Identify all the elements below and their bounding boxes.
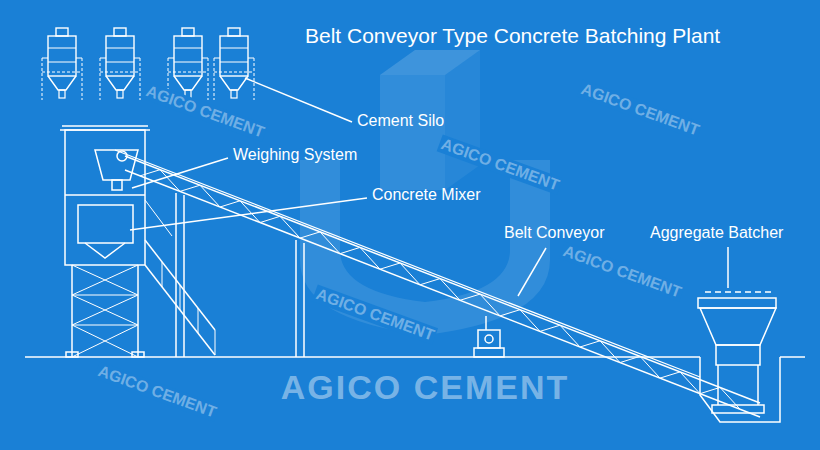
tower-leg	[71, 265, 73, 357]
support-post	[183, 195, 185, 357]
batcher-feeder	[712, 405, 764, 413]
watermark: AGICO CEMENT	[559, 241, 686, 302]
leader-line	[245, 78, 352, 122]
silo-symbol	[42, 28, 82, 100]
drive-motor-pulley	[485, 335, 493, 343]
batcher-hopper	[700, 308, 776, 345]
ground-line	[780, 356, 805, 358]
silo-symbol	[100, 28, 140, 100]
weighing-outlet	[112, 180, 122, 190]
part-label: Cement Silo	[357, 112, 444, 130]
weighing-hopper	[95, 150, 138, 180]
watermark: AGICO CEMENT	[142, 81, 269, 142]
truss-bottom-chord	[125, 170, 760, 417]
logo-box-front	[380, 75, 445, 190]
ground-and-batcher	[25, 292, 805, 422]
drive-motor	[478, 330, 500, 348]
tower-roof	[62, 125, 148, 127]
silo-symbol	[168, 28, 208, 100]
tower-floor	[65, 194, 145, 196]
part-label: Weighing System	[233, 146, 357, 164]
tower-leg	[137, 265, 139, 357]
ground-line	[25, 356, 700, 358]
logo-box-side	[445, 50, 480, 190]
motor-base	[474, 348, 504, 357]
batcher-rim	[698, 298, 776, 308]
mixer-drum	[78, 205, 133, 243]
support-post	[175, 193, 177, 357]
leader-line	[132, 158, 228, 188]
support-post	[485, 316, 487, 330]
batcher-top-marks	[705, 291, 772, 293]
tower-housing	[65, 130, 145, 265]
stair-posts	[162, 262, 215, 355]
silo-symbol	[214, 28, 254, 100]
support-post	[295, 240, 297, 357]
batcher-leg	[757, 365, 759, 405]
diagram-title: Belt Conveyor Type Concrete Batching Pla…	[305, 24, 720, 48]
leader-line	[518, 248, 546, 296]
batcher-pit	[700, 357, 780, 422]
batcher-body	[716, 345, 760, 365]
brand-watermark: AGICO CEMENT	[279, 368, 571, 407]
part-label: Concrete Mixer	[372, 186, 480, 204]
stair-upper	[145, 200, 172, 236]
watermark: AGICO CEMENT	[577, 79, 704, 140]
part-label: Belt Conveyor	[504, 224, 605, 242]
watermark: AGICO CEMENT	[94, 361, 221, 422]
mixer-chute	[85, 243, 125, 258]
truss-web	[140, 170, 740, 410]
batcher-leg	[717, 365, 719, 405]
belt-line	[115, 150, 700, 377]
leader-lines	[130, 78, 728, 296]
part-label: Aggregate Batcher	[650, 224, 783, 242]
leader-line	[130, 198, 367, 230]
belt-conveyor	[115, 150, 760, 417]
leader-line	[727, 247, 729, 288]
truss-top-chord	[125, 156, 760, 403]
tower-bracing	[72, 265, 138, 357]
support-post	[303, 243, 305, 357]
